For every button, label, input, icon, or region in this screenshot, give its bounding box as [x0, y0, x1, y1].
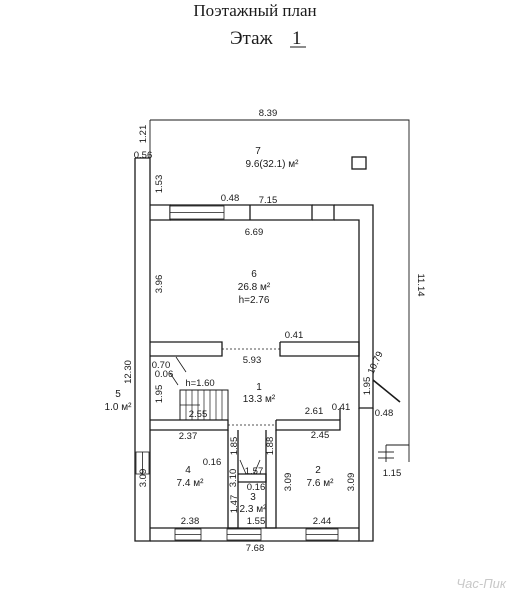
- floor-number: 1: [292, 28, 302, 49]
- dim-1-15: 1.15: [383, 468, 402, 479]
- dim-stair-2-55: 2.55: [189, 409, 208, 420]
- room-4-number: 4: [185, 465, 191, 476]
- dim-3-09-mid: 3.09: [283, 473, 294, 492]
- room-2-number: 2: [315, 465, 321, 476]
- page-title: Поэтажный план: [193, 1, 316, 20]
- dim-right-11-14: 11.14: [415, 273, 426, 296]
- stairs: [180, 390, 223, 420]
- floor-label: Этаж: [230, 28, 274, 49]
- room-1-number: 1: [256, 382, 262, 393]
- dimension-labels: 8.39 1.21 0.56 1.53 0.48 7.15 6.69 3.96 …: [123, 108, 426, 554]
- dim-0-16-b: 0.16: [247, 482, 266, 493]
- outdoor-area-outline: [149, 119, 410, 462]
- room-2-area: 7.6 м²: [307, 478, 335, 489]
- dim-1-85: 1.85: [229, 437, 240, 456]
- dim-3-09-left: 3.09: [138, 469, 149, 488]
- dim-2-37: 2.37: [179, 431, 198, 442]
- dim-room6-0-41: 0.41: [285, 330, 304, 341]
- dim-1-55: 1.55: [247, 516, 266, 527]
- room-5-area: 1.0 м²: [105, 402, 133, 413]
- dim-room6-6-69: 6.69: [245, 227, 264, 238]
- room-4-area: 7.4 м²: [177, 478, 205, 489]
- dim-left-0-56: 0.56: [134, 150, 153, 161]
- dim-1-47: 1.47: [229, 495, 240, 514]
- room-labels: 7 9.6(32.1) м² 6 26.8 м² h=2.76 1 13.3 м…: [105, 146, 335, 515]
- watermark: Час-Пик: [456, 576, 506, 591]
- room-5-number: 5: [115, 389, 121, 400]
- dim-1-57: 1.57: [245, 466, 264, 477]
- dim-right-1-95: 1.95: [362, 377, 373, 396]
- dim-stair-0-06: 0.06: [155, 369, 174, 380]
- dim-2-44: 2.44: [313, 516, 332, 527]
- room-6-height: h=2.76: [239, 295, 270, 306]
- dim-hall-5-93: 5.93: [243, 355, 262, 366]
- dim-1-88: 1.88: [265, 437, 276, 456]
- room-3-area: 2.3 м²: [240, 504, 268, 515]
- windows: [135, 205, 339, 541]
- room-1-area: 13.3 м²: [243, 394, 276, 405]
- dim-room6-3-96: 3.96: [154, 275, 165, 294]
- doors: [169, 348, 360, 475]
- dim-left-12-30: 12.30: [123, 360, 134, 384]
- dim-0-41: 0.41: [332, 402, 351, 413]
- building-walls: [134, 157, 401, 542]
- dim-0-16-a: 0.16: [203, 457, 222, 468]
- dim-stair-height: h=1.60: [185, 378, 214, 389]
- dim-bottom-7-68: 7.68: [246, 543, 265, 554]
- room-6-area: 26.8 м²: [238, 282, 271, 293]
- room-6-number: 6: [251, 269, 257, 280]
- dim-3-09-right: 3.09: [346, 473, 357, 492]
- dim-2-38: 2.38: [181, 516, 200, 527]
- dim-3-10: 3.10: [228, 469, 239, 488]
- room-3-number: 3: [250, 492, 256, 503]
- dim-window-0-48: 0.48: [221, 193, 240, 204]
- dim-left-1-53: 1.53: [154, 175, 165, 194]
- dim-diag-10-79: 10.79: [366, 350, 386, 376]
- dim-top-7-15: 7.15: [259, 195, 278, 206]
- dim-stair-0-70: 0.70: [152, 360, 171, 371]
- dim-0-48: 0.48: [375, 408, 394, 419]
- room-7-number: 7: [255, 146, 261, 157]
- dim-stair-1-95: 1.95: [154, 385, 165, 404]
- dim-2-45: 2.45: [311, 430, 330, 441]
- dim-top-width: 8.39: [259, 108, 278, 119]
- dim-2-61: 2.61: [305, 406, 324, 417]
- room-7-area: 9.6(32.1) м²: [245, 159, 299, 170]
- dim-left-1-21: 1.21: [138, 125, 149, 144]
